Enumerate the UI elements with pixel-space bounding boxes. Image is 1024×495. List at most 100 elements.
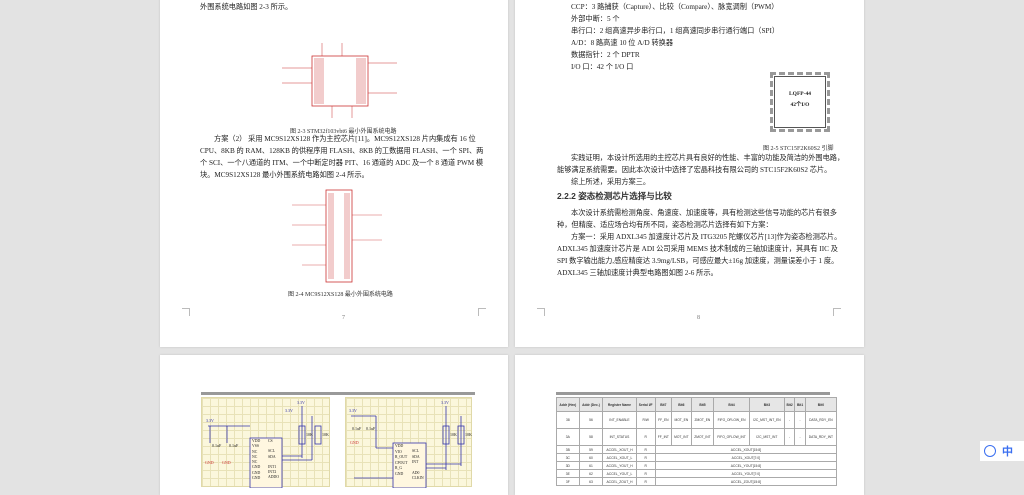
table-cell: INT_ENABLE: [602, 411, 637, 429]
page-number: 8: [697, 315, 700, 321]
table-cell: R: [635, 477, 656, 486]
du-icon[interactable]: [984, 445, 996, 457]
table-cell: R: [635, 428, 656, 446]
table-cell: 38: [556, 411, 580, 429]
paragraph-line: 方案（2） 采用 MC9S12XS128 作为主控芯片[11]。MC9S12XS…: [214, 135, 476, 143]
table-cell: ACCEL_YOUT[15:8]: [654, 461, 838, 470]
page-7: 外围系统电路如图 2-3 所示。 图 2-3 STM32f103vbt6 最小外…: [160, 0, 508, 347]
spec-line: 串行口：2 组高速异步串行口，1 组高速同步串行通行端口（SPI）: [571, 27, 780, 35]
table-cell: -: [783, 411, 796, 429]
table-cell: ACCEL_YOUT_L: [602, 469, 637, 478]
voltage-label: 3.3V: [285, 408, 293, 413]
figure-2-4-caption: 图 2-4 MC9S12XS128 最小外围系统电路: [288, 292, 393, 298]
table-cell: FF_INT: [654, 428, 672, 446]
column-header: Bit3: [749, 397, 785, 412]
column-header: Serial I/F: [635, 397, 656, 412]
page-8: CCP：3 路捕获（Capture）、比较（Compare）、脉宽调制（PWM）…: [515, 0, 864, 347]
lqfp44-chip-figure: LQFP-44 42个I/O: [770, 72, 830, 132]
column-header: Bit5: [690, 397, 715, 412]
resistor-label: 10K: [450, 432, 457, 437]
table-cell: 3A: [556, 428, 580, 446]
header-rule: [556, 392, 830, 395]
table-cell: ACCEL_ZOUT_H: [602, 477, 637, 486]
paragraph-line: 块。MC9S12XS128 最小外围系统电路如图 2-4 所示。: [200, 171, 369, 179]
paragraph-line: 本次设计系统需检测角度、角速度、加速度等，具有检测这些信号功能的芯片有很多: [571, 209, 837, 217]
column-header: Bit2: [783, 397, 796, 412]
column-header: Bit0: [804, 397, 838, 412]
table-cell: R: [635, 461, 656, 470]
paragraph-line: SPI 数字输出能力,感应精度达 3.9mg/LSB，可感应最大±16g 加速度…: [557, 257, 839, 265]
table-cell: ZMOT_EN: [690, 411, 715, 429]
page-number: 7: [342, 315, 345, 321]
corner-mark: [833, 308, 841, 316]
table-cell: FF_EN: [654, 411, 672, 429]
table-cell: ACCEL_ZOUT[15:8]: [654, 477, 838, 486]
table-cell: R: [635, 445, 656, 454]
voltage-label: 3.3V: [441, 400, 449, 405]
paragraph-line: 种，但精度、适应场合均有所不同，姿态检测芯片选择有如下方案：: [557, 221, 773, 229]
table-cell: I2C_MST_INT_EN: [749, 411, 785, 429]
table-cell: 3F: [556, 477, 580, 486]
table-cell: ACCEL_YOUT[7:0]: [654, 469, 838, 478]
table-cell: DATA_RDY_EN: [804, 411, 838, 429]
section-heading: 2.2.2 姿态检测芯片选择与比较: [557, 191, 672, 201]
table-cell: FIFO_OFLOW_EN: [713, 411, 751, 429]
paragraph-line: 综上所述，采用方案三。: [571, 178, 651, 186]
corner-mark: [478, 308, 486, 316]
language-button[interactable]: 中: [1002, 445, 1013, 458]
table-cell: DATA_RDY_INT: [804, 428, 838, 446]
table-cell: -: [783, 428, 796, 446]
table-cell: MOT_INT: [670, 428, 692, 446]
table-cell: -: [794, 428, 806, 446]
spec-line: 外部中断：5 个: [571, 15, 620, 23]
column-header: Bit7: [654, 397, 672, 412]
column-header: Bit6: [670, 397, 692, 412]
table-cell: ACCEL_XOUT_H: [602, 445, 637, 454]
table-cell: ACCEL_XOUT[15:8]: [654, 445, 838, 454]
spec-line: 数据指针：2 个 DPTR: [571, 51, 640, 59]
table-cell: 3B: [556, 445, 580, 454]
paragraph-line: 个 SCI、一个八通道的 ITM、一个中断定时器 PIT、16 通道的 ADC …: [200, 159, 484, 167]
table-cell: -: [794, 411, 806, 429]
spec-line: CCP：3 路捕获（Capture）、比较（Compare）、脉宽调制（PWM）: [571, 3, 779, 11]
chip-label: 42个I/O: [790, 102, 810, 108]
table-cell: 3E: [556, 469, 580, 478]
figure-2-5-caption: 图 2-5 STC15F2K60S2 引脚: [763, 146, 834, 152]
table-cell: 3C: [556, 453, 580, 462]
column-header: Bit1: [794, 397, 806, 412]
spec-line: A/D：8 路高速 10 位 A/D 转换器: [571, 39, 674, 47]
figure-2-3-caption: 图 2-3 STM32f103vbt6 最小外围系统电路: [290, 129, 397, 135]
capacitor-label: 0.1uF: [212, 443, 222, 448]
adxl345-schematic: 3.3V 3.3V 3.3V 10K 10K 0.1uF 0.1uF GND G…: [201, 397, 330, 488]
resistor-label: 10K: [306, 432, 313, 437]
header-rule: [201, 392, 475, 395]
gnd-label: GND: [205, 460, 214, 465]
voltage-label: 3.3V: [297, 400, 305, 405]
floating-toolbar: 中: [980, 441, 1024, 461]
capacitor-label: 0.1uF: [352, 426, 362, 431]
table-cell: R: [635, 469, 656, 478]
table-cell: 63: [578, 477, 604, 486]
table-cell: ACCEL_XOUT[7:0]: [654, 453, 838, 462]
table-cell: 3D: [556, 461, 580, 470]
figure-2-4-schematic: [292, 189, 382, 283]
paragraph-line: ADXL345 加速度计芯片是 ADI 公司采用 MEMS 技术制成的三轴加速度…: [557, 245, 838, 253]
table-cell: ZMOT_INT: [690, 428, 715, 446]
voltage-label: 3.3V: [349, 408, 357, 413]
figure-2-3-schematic: [282, 43, 397, 118]
chip-label: LQFP-44: [789, 91, 811, 97]
column-header: Register Name: [602, 397, 637, 412]
resistor-label: 10K: [322, 432, 329, 437]
table-cell: I2C_MST_INT: [749, 428, 785, 446]
column-header: Addr (Dec.): [578, 397, 604, 412]
